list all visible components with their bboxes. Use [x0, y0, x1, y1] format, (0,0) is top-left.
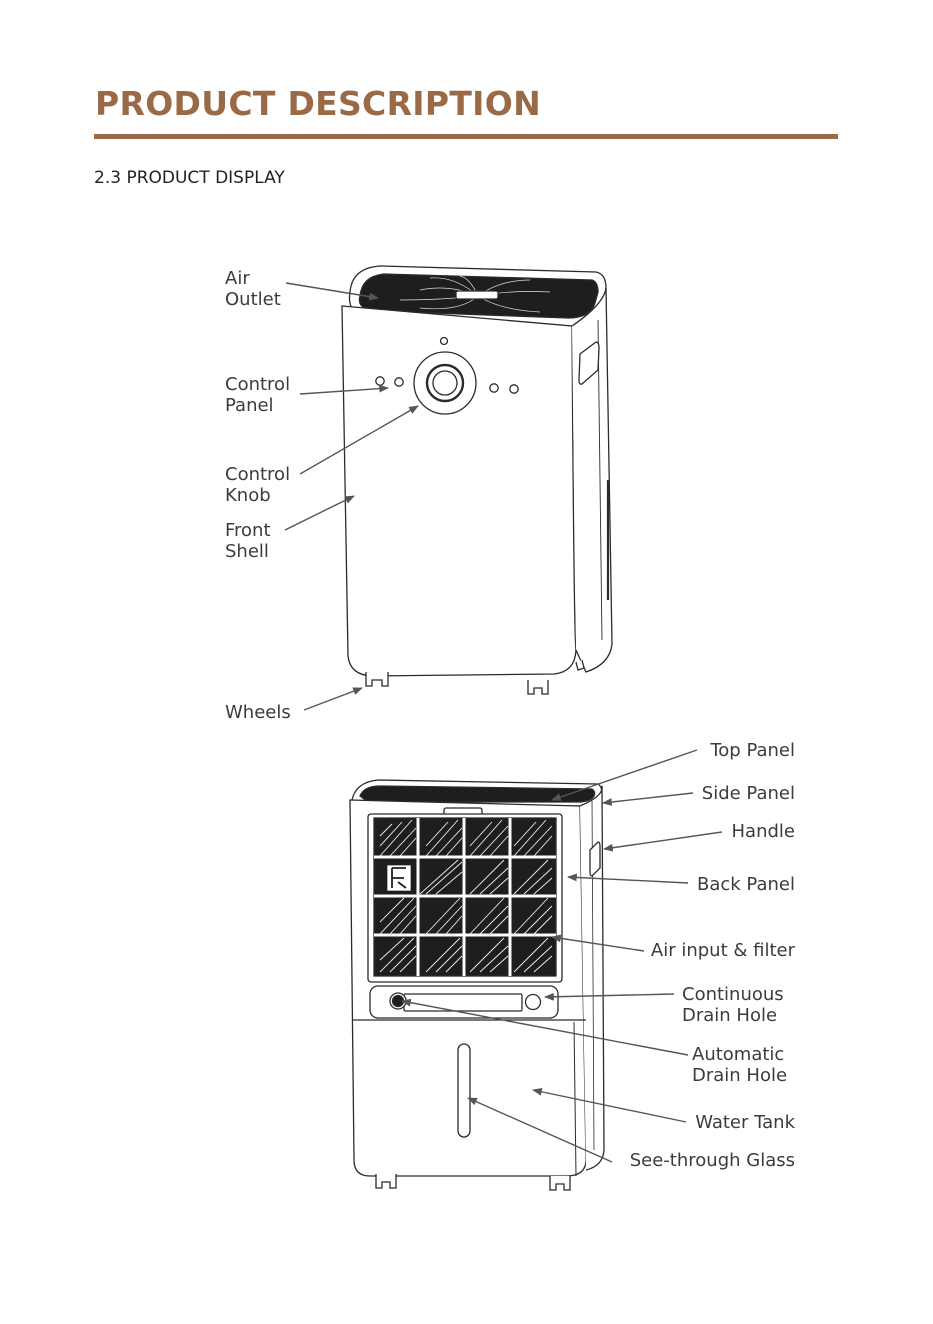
label-continuous-drain-hole: Continuous Drain Hole — [682, 984, 784, 1026]
label-automatic-drain-hole: Automatic Drain Hole — [692, 1044, 787, 1086]
label-control-panel: Control Panel — [225, 374, 290, 416]
label-see-through-glass: See-through Glass — [630, 1150, 795, 1171]
label-control-knob: Control Knob — [225, 464, 290, 506]
control-knob — [414, 352, 476, 414]
label-air-input-filter: Air input & filter — [651, 940, 795, 961]
label-air-outlet: Air Outlet — [225, 268, 281, 310]
label-handle: Handle — [732, 821, 795, 842]
front-view-unit — [342, 266, 612, 694]
back-view-unit — [350, 780, 604, 1190]
label-front-shell: Front Shell — [225, 520, 271, 562]
label-wheels: Wheels — [225, 702, 291, 723]
label-back-panel: Back Panel — [697, 874, 795, 895]
label-water-tank: Water Tank — [695, 1112, 795, 1133]
label-top-panel: Top Panel — [710, 740, 795, 761]
label-side-panel: Side Panel — [702, 783, 795, 804]
air-filter — [368, 814, 562, 982]
see-through-glass — [458, 1044, 470, 1137]
